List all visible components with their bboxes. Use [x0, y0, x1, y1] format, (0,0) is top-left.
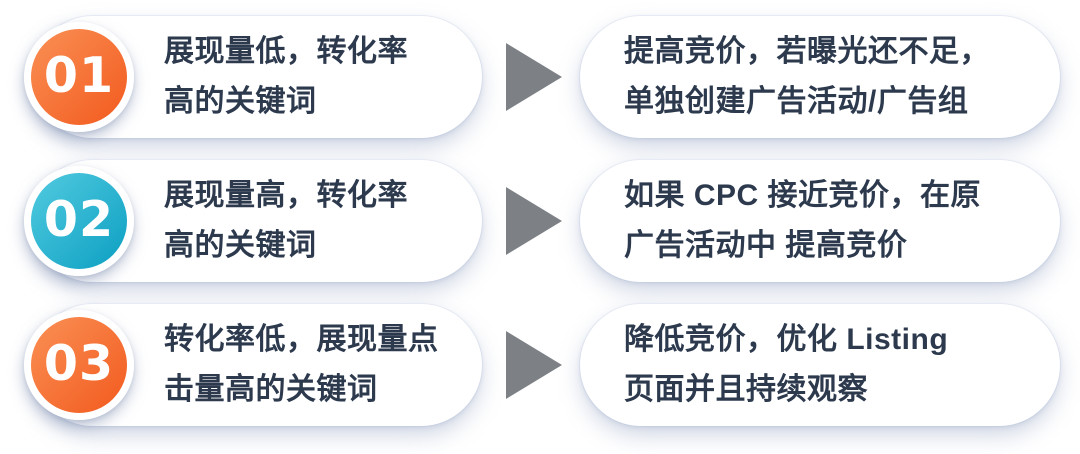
- keyword-group-2: 展现量高，转化率 高的关键词 02: [24, 160, 482, 282]
- step-badge-2: 02: [24, 166, 134, 276]
- action-line-1: 如果 CPC 接近竞价，在原: [624, 179, 982, 212]
- keyword-group-1: 展现量低，转化率 高的关键词 01: [24, 16, 482, 138]
- arrow-right-icon: [506, 43, 562, 111]
- arrow-right-icon: [506, 331, 562, 399]
- action-line-2: 单独创建广告活动/广告组: [624, 85, 969, 118]
- step-number-1: 01: [43, 46, 115, 104]
- step-badge-3: 03: [24, 310, 134, 420]
- action-line-1: 提高竞价，若曝光还不足，: [624, 35, 990, 68]
- step-number-2: 02: [43, 190, 115, 248]
- flow-row-2: 展现量高，转化率 高的关键词 02 如果 CPC 接近竞价，在原 广告活动中 提…: [0, 160, 1080, 282]
- keyword-line-2: 高的关键词: [164, 229, 317, 262]
- keyword-line-1: 展现量高，转化率: [164, 179, 408, 212]
- flow-row-3: 转化率低，展现量点 击量高的关键词 03 降低竞价，优化 Listing 页面并…: [0, 304, 1080, 426]
- action-line-2: 广告活动中 提高竞价: [624, 229, 908, 262]
- keyword-line-1: 转化率低，展现量点: [164, 323, 439, 356]
- flow-row-1: 展现量低，转化率 高的关键词 01 提高竞价，若曝光还不足， 单独创建广告活动/…: [0, 16, 1080, 138]
- keyword-line-2: 高的关键词: [164, 85, 317, 118]
- action-pill-3: 降低竞价，优化 Listing 页面并且持续观察: [580, 304, 1060, 426]
- arrow-right-icon: [506, 187, 562, 255]
- action-pill-1: 提高竞价，若曝光还不足， 单独创建广告活动/广告组: [580, 16, 1060, 138]
- keyword-line-1: 展现量低，转化率: [164, 35, 408, 68]
- step-badge-1: 01: [24, 22, 134, 132]
- step-number-3: 03: [43, 334, 115, 392]
- keyword-group-3: 转化率低，展现量点 击量高的关键词 03: [24, 304, 482, 426]
- action-line-2: 页面并且持续观察: [624, 373, 868, 406]
- action-line-1: 降低竞价，优化 Listing: [624, 323, 949, 356]
- keyword-line-2: 击量高的关键词: [164, 373, 378, 406]
- action-pill-2: 如果 CPC 接近竞价，在原 广告活动中 提高竞价: [580, 160, 1060, 282]
